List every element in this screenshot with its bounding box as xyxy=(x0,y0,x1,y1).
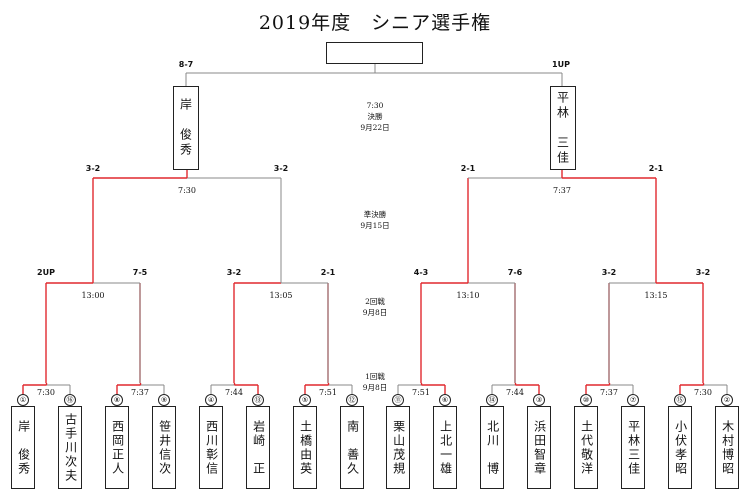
r2-m1-time: 13:00 xyxy=(81,291,105,300)
player-seed: ① xyxy=(17,394,29,406)
player-box: 南 善久 xyxy=(340,406,364,489)
r2-m1-score-a: 2UP xyxy=(37,268,55,277)
player-seed: ⑧ xyxy=(111,394,123,406)
player-seed: ⑯ xyxy=(64,394,76,406)
r1-round-name: 1回戦 xyxy=(365,372,385,381)
player-seed: ④ xyxy=(205,394,217,406)
player-seed: ⑩ xyxy=(580,394,592,406)
player-box: 北川 博 xyxy=(480,406,504,489)
player-seed: ② xyxy=(721,394,733,406)
r1-m8-time: 7:30 xyxy=(694,388,712,397)
r1-m6-time: 7:44 xyxy=(506,388,524,397)
r2-m2-score-b: 2-1 xyxy=(320,268,336,277)
player-box: 木村博昭 xyxy=(715,406,739,489)
r2-date: 9月8日 xyxy=(362,308,388,317)
player-box: 西岡正人 xyxy=(105,406,129,489)
player-box: 土橋由英 xyxy=(293,406,317,489)
semi-right-score-a: 2-1 xyxy=(460,164,476,173)
r2-m3-score-b: 7-6 xyxy=(507,268,523,277)
final-date: 9月22日 xyxy=(360,123,390,132)
semi-right-score-b: 2-1 xyxy=(648,164,664,173)
r1-date: 9月8日 xyxy=(362,383,388,392)
r1-m3-time: 7:44 xyxy=(225,388,243,397)
final-time: 7:30 xyxy=(366,101,384,110)
player-seed: ⑪ xyxy=(392,394,404,406)
r1-m7-time: 7:37 xyxy=(600,388,618,397)
r2-m1-score-b: 7-5 xyxy=(132,268,148,277)
semi-left-time: 7:30 xyxy=(178,186,196,195)
player-box: 浜田智章 xyxy=(527,406,551,489)
final-info: 7:30 決勝 9月22日 xyxy=(360,100,389,133)
player-box: 土代敬洋 xyxy=(574,406,598,489)
semi-date: 9月15日 xyxy=(360,221,390,230)
player-seed: ⑦ xyxy=(627,394,639,406)
player-box: 平林三佳 xyxy=(621,406,645,489)
player-seed: ⑤ xyxy=(299,394,311,406)
page-title: 2019年度 シニア選手権 xyxy=(258,12,492,34)
left-finalist: 岸 俊秀 xyxy=(173,86,199,170)
r1-m5-time: 7:51 xyxy=(412,388,430,397)
r2-info: 2回戦 9月8日 xyxy=(363,296,388,318)
semi-left-score-b: 3-2 xyxy=(273,164,289,173)
semi-round-name: 準決勝 xyxy=(363,210,387,219)
right-finalist: 平林 三佳 xyxy=(550,86,576,170)
semi-left-score-a: 3-2 xyxy=(85,164,101,173)
player-box: 笹井信次 xyxy=(152,406,176,489)
player-box: 小伏孝昭 xyxy=(668,406,692,489)
r2-m2-time: 13:05 xyxy=(269,291,293,300)
player-seed: ⑫ xyxy=(346,394,358,406)
r2-m3-time: 13:10 xyxy=(456,291,480,300)
player-seed: ⑭ xyxy=(486,394,498,406)
champion-box xyxy=(326,42,423,64)
r1-info: 1回戦 9月8日 xyxy=(363,371,388,393)
player-box: 岸 俊秀 xyxy=(11,406,35,489)
r2-m4-score-b: 3-2 xyxy=(695,268,711,277)
r1-m1-time: 7:30 xyxy=(37,388,55,397)
player-seed: ⑬ xyxy=(252,394,264,406)
r1-m2-time: 7:37 xyxy=(131,388,149,397)
r1-m4-time: 7:51 xyxy=(319,388,337,397)
final-round-name: 決勝 xyxy=(367,112,383,121)
player-box: 西川彰信 xyxy=(199,406,223,489)
player-box: 岩崎 正 xyxy=(246,406,270,489)
player-box: 古手川次夫 xyxy=(58,406,82,489)
final-left-score: 8-7 xyxy=(178,60,194,69)
r2-round-name: 2回戦 xyxy=(365,297,385,306)
r2-m4-score-a: 3-2 xyxy=(601,268,617,277)
player-box: 栗山茂規 xyxy=(386,406,410,489)
semi-info: 準決勝 9月15日 xyxy=(360,209,389,231)
player-seed: ③ xyxy=(533,394,545,406)
player-seed: ⑮ xyxy=(674,394,686,406)
final-right-score: 1UP xyxy=(552,60,570,69)
r2-m3-score-a: 4-3 xyxy=(413,268,429,277)
player-seed: ⑥ xyxy=(439,394,451,406)
r2-m2-score-a: 3-2 xyxy=(226,268,242,277)
player-seed: ⑨ xyxy=(158,394,170,406)
player-box: 上北一雄 xyxy=(433,406,457,489)
r2-m4-time: 13:15 xyxy=(644,291,668,300)
semi-right-time: 7:37 xyxy=(553,186,571,195)
